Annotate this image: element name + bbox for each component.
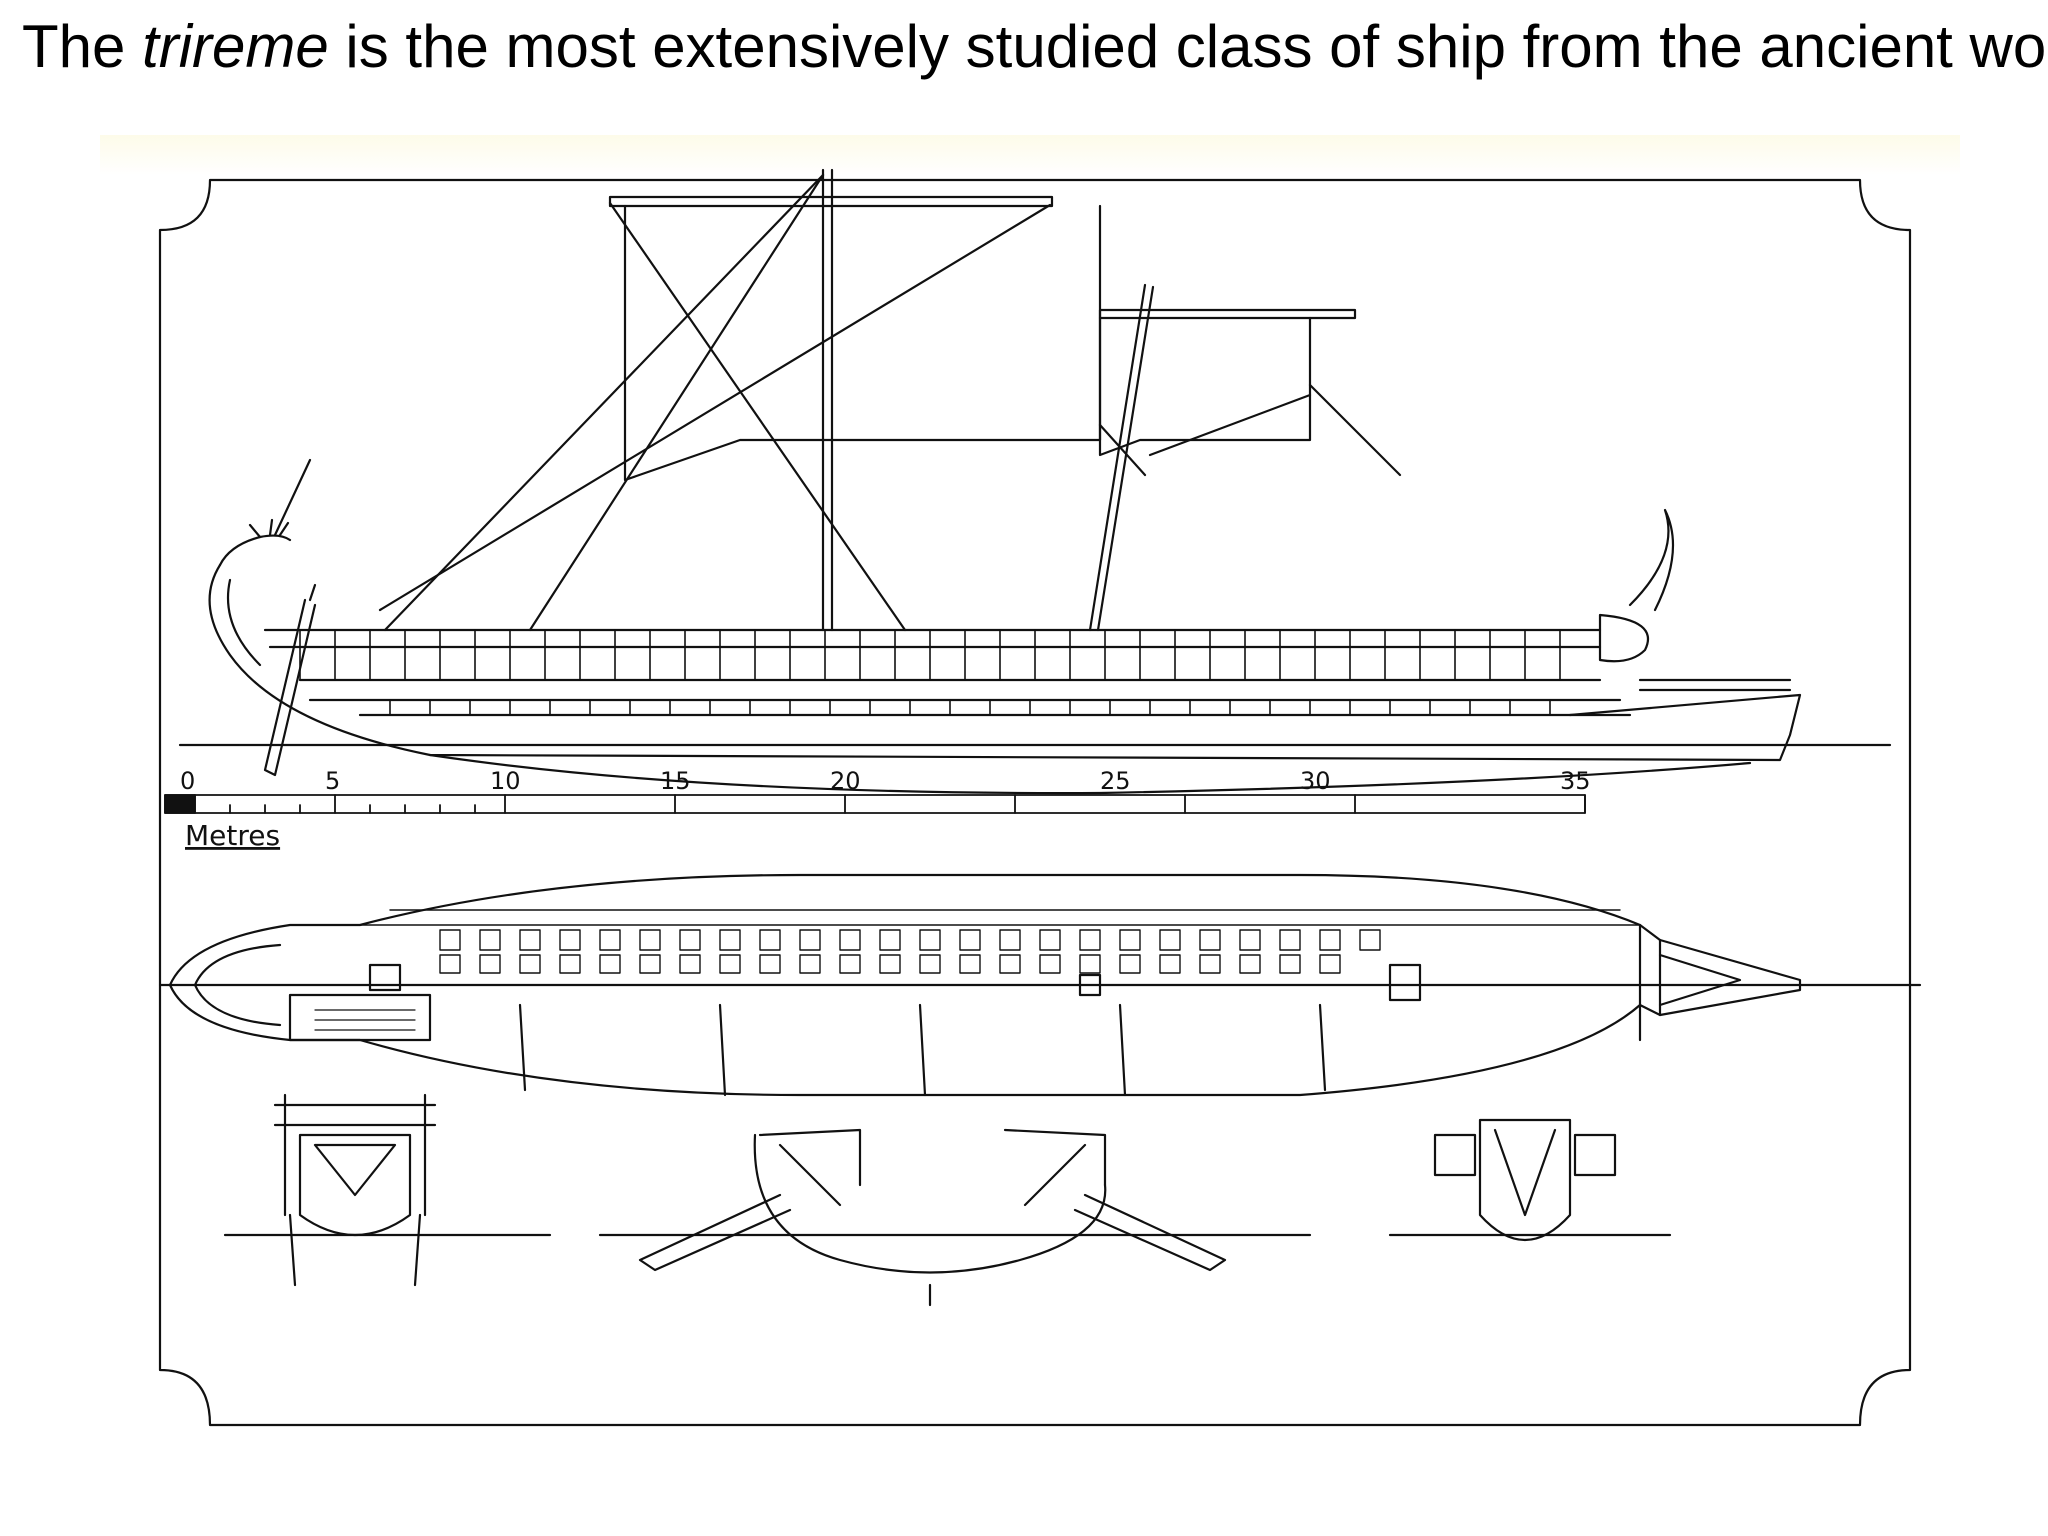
title-prefix: The [22,13,143,80]
side-elevation [178,168,1892,795]
scale-unit-label: Metres [185,819,280,852]
midship-section [598,1128,1312,1307]
scale-bar [164,794,1586,814]
trireme-plan-svg: 0 5 10 15 20 25 30 35 Metres [158,168,1922,1427]
deck-plan [158,873,1922,1097]
scale-labels: 0 5 10 15 20 25 30 35 Metres [180,767,1591,852]
scale-tick-30: 30 [1300,767,1331,795]
scale-tick-15: 15 [660,767,691,795]
scale-tick-20: 20 [830,767,861,795]
scale-tick-35: 35 [1560,767,1591,795]
trireme-drawing: 0 5 10 15 20 25 30 35 Metres [100,135,1960,1475]
slide-title: The trireme is the most extensively stud… [0,12,2048,81]
scale-tick-0: 0 [180,767,195,795]
frame-border [158,178,1912,1427]
bow-section [223,1093,552,1287]
title-emphasis: trireme [142,13,329,80]
scale-tick-10: 10 [490,767,521,795]
scale-tick-5: 5 [325,767,340,795]
stern-section [1388,1118,1672,1241]
scale-tick-25: 25 [1100,767,1131,795]
title-suffix: is the most extensively studied class of… [328,13,2048,80]
